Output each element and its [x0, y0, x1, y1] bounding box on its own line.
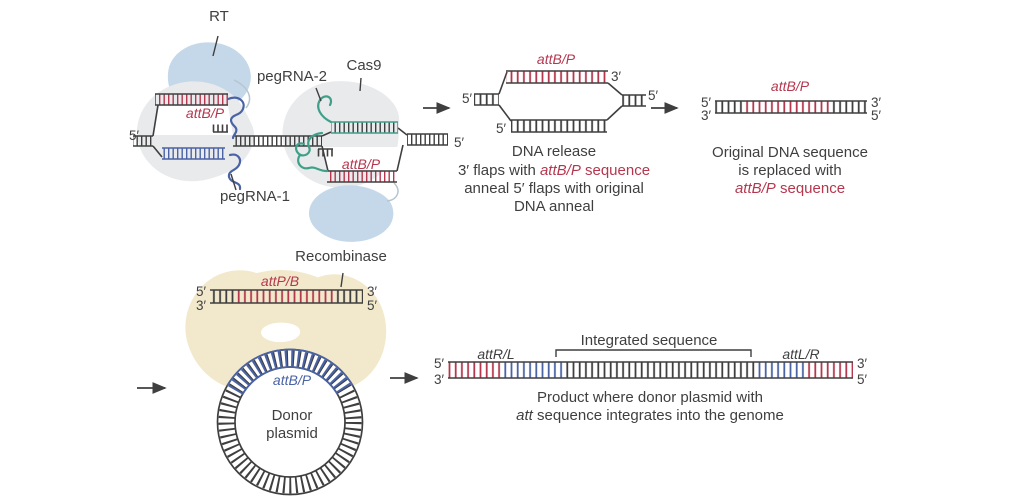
- original-strand-5prime: [511, 119, 607, 133]
- three-prime-label: 3′: [857, 356, 868, 371]
- caption-att: att: [516, 407, 534, 424]
- bubble-diagonal: [397, 127, 408, 136]
- three-prime-label: 3′: [196, 298, 207, 313]
- release-caption-line4: DNA anneal: [514, 198, 594, 215]
- rt-blob-right: [308, 185, 394, 242]
- three-prime-label: 3′: [434, 372, 445, 387]
- pegrna1-template-loop: [226, 96, 245, 140]
- bubble-diagonal: [321, 131, 332, 137]
- attpb-target-duplex: [210, 289, 363, 304]
- five-prime-label: 5′: [857, 372, 868, 387]
- bubble-left-arm: [474, 93, 499, 106]
- product-caption-line2: att sequence integrates into the genome: [516, 407, 784, 424]
- cas9-leader-line: [359, 77, 362, 92]
- pegrna2-extension-ladder: [331, 121, 398, 134]
- replaced-caption-line2: is replaced with: [738, 162, 841, 179]
- attpb-label: attP/B: [261, 273, 299, 289]
- caption-attbp: attB/P: [540, 162, 581, 179]
- five-prime-label: 5′: [871, 108, 882, 123]
- three-prime-label: 3′: [611, 69, 622, 84]
- pegrna1-label: pegRNA-1: [220, 188, 290, 205]
- three-prime-label: 3′: [701, 108, 712, 123]
- bubble-diagonal: [152, 145, 163, 158]
- replaced-caption-line3: attB/P sequence: [735, 180, 845, 197]
- caption-text: 3′ flaps with: [458, 162, 540, 179]
- rt-tether-right: [386, 182, 399, 202]
- five-prime-label: 5′: [129, 128, 140, 143]
- caption-attbp: attB/P: [735, 180, 776, 197]
- five-prime-label: 5′: [454, 135, 465, 150]
- product-caption-line1: Product where donor plasmid with: [537, 389, 763, 406]
- integrated-sequence-label: Integrated sequence: [581, 332, 718, 349]
- nicked-strand-end-right: [317, 148, 333, 157]
- donor-plasmid-label-line2: plasmid: [266, 425, 318, 442]
- donor-plasmid: attB/P Donor plasmid: [216, 348, 364, 496]
- pegrna2-label: pegRNA-2: [257, 68, 327, 85]
- recombinase-label: Recombinase: [295, 248, 387, 265]
- attbp-label-left-flap: attB/P: [186, 105, 225, 121]
- cas9-label: Cas9: [346, 57, 381, 74]
- donor-plasmid-label-line1: Donor: [272, 407, 313, 424]
- attbp-flap-ladder-left: [155, 93, 228, 106]
- release-caption-line3: anneal 5′ flaps with original: [464, 180, 644, 197]
- bubble-diagonals: [498, 71, 623, 122]
- five-prime-label: 5′: [701, 95, 712, 110]
- pegrna1-scaffold: [227, 153, 242, 191]
- plasmid-attbp-arc-inner: [241, 366, 339, 395]
- panel-replaced-sequence: attB/P 5′ 3′ 3′ 5′ Original DNA sequence…: [701, 78, 882, 197]
- pegrna2-template-loop: [295, 131, 329, 173]
- attbp-label-right-flap: attB/P: [342, 156, 381, 172]
- bubble-right-arm: [622, 94, 646, 107]
- edited-duplex: [715, 100, 867, 114]
- bubble-diagonal: [152, 104, 159, 137]
- five-prime-label: 5′: [462, 91, 473, 106]
- five-prime-label: 5′: [196, 284, 207, 299]
- genomic-dna-right-arm: [407, 133, 448, 146]
- pegrna1-extension-ladder: [162, 147, 225, 160]
- pegrna1-leader-line: [230, 173, 237, 191]
- five-prime-label: 5′: [434, 356, 445, 371]
- attlr-label: attL/R: [782, 346, 819, 362]
- panel-integration-product: Integrated sequence attR/L attL/R 5′ 3′ …: [434, 332, 868, 424]
- five-prime-label: 5′: [496, 121, 507, 136]
- panel-recombination: Recombinase attP/B 5′ 3′ 3′ 5′ attB/P Do…: [185, 248, 387, 496]
- release-caption-line1: DNA release: [512, 143, 596, 160]
- nicked-strand-end-left: [212, 124, 228, 133]
- five-prime-label: 5′: [648, 88, 659, 103]
- attbp-label-plasmid: attB/P: [273, 372, 312, 388]
- plasmid-tick-marks: [218, 350, 362, 494]
- caption-text: sequence: [581, 162, 650, 179]
- attbp-label: attB/P: [537, 51, 576, 67]
- integrated-sequence-bracket: [555, 349, 752, 357]
- three-prime-label: 3′: [871, 95, 882, 110]
- right-bubble-interior: [323, 147, 402, 170]
- replaced-caption-line1: Original DNA sequence: [712, 144, 868, 161]
- panel-dna-release: attB/P 5′ 3′ 5′ 5′ DNA release 3′ flaps …: [458, 51, 659, 215]
- release-caption-line2: 3′ flaps with attB/P sequence: [458, 162, 650, 179]
- recombinase-blob-hole: [261, 322, 301, 343]
- genomic-dna-center: [233, 135, 322, 147]
- rt-leader-line: [212, 35, 219, 57]
- attbp-flap-ladder-right: [327, 170, 397, 183]
- caption-text: sequence: [776, 180, 845, 197]
- pegrna2-leader-line: [315, 87, 322, 102]
- attbp-flap-3prime: [506, 70, 608, 84]
- attrl-label: attR/L: [477, 346, 514, 362]
- plasmid-attbp-arc-outer: [226, 348, 354, 387]
- bubble-diagonal: [396, 144, 404, 172]
- five-prime-label: 5′: [367, 298, 378, 313]
- rt-tether-left: [233, 79, 251, 109]
- rt-label: RT: [209, 8, 229, 25]
- caption-text: sequence integrates into the genome: [533, 407, 784, 424]
- integrated-product-duplex: [448, 361, 853, 379]
- recombinase-leader-line: [340, 272, 344, 288]
- panel-nicking-complex: RT pegRNA-2 Cas9 pegRNA-1 attB/P attB/P …: [129, 8, 465, 242]
- genomic-dna-left-arm: [133, 135, 153, 147]
- three-prime-label: 3′: [367, 284, 378, 299]
- attbp-label: attB/P: [771, 78, 810, 94]
